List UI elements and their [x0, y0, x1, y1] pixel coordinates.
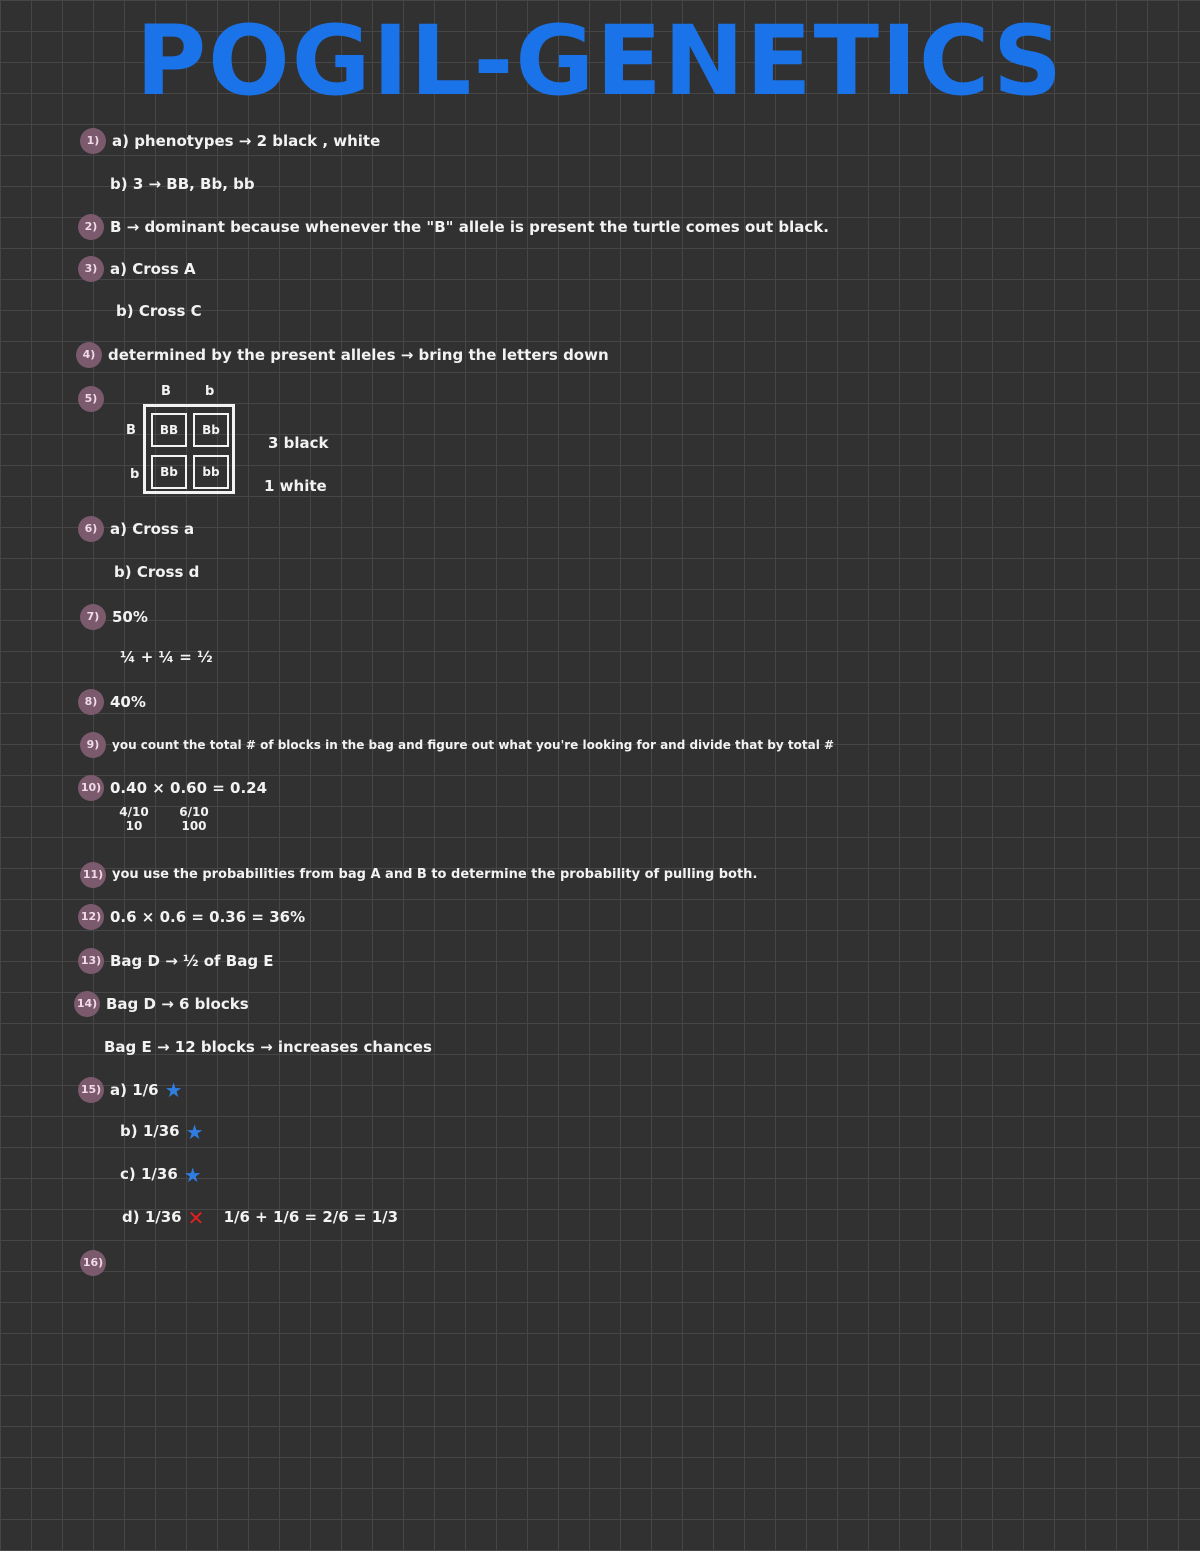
- answer-text: 0.6 × 0.6 = 0.36 = 36%: [110, 908, 306, 926]
- answer-text: a) Cross a: [110, 520, 195, 538]
- correction-text: 1/6 + 1/6 = 2/6 = 1/3: [223, 1208, 399, 1226]
- punnett-cell: BB: [151, 413, 187, 447]
- cross-icon: ✕: [187, 1205, 205, 1230]
- fraction-bottom: 100: [181, 819, 207, 833]
- question-number-badge: 2): [78, 214, 104, 240]
- answer-8: 8) 40%: [78, 689, 146, 715]
- fraction-top: 4/10: [119, 805, 149, 819]
- answer-text: d) 1/36: [122, 1208, 182, 1226]
- answer-14b: Bag E → 12 blocks → increases chances: [104, 1038, 432, 1056]
- page-title: POGIL-GENETICS: [135, 5, 1065, 117]
- answer-text: 40%: [110, 693, 146, 711]
- answer-3: 3) a) Cross A: [78, 256, 196, 282]
- question-number-badge: 4): [76, 342, 102, 368]
- question-number-badge: 16): [80, 1250, 106, 1276]
- punnett-side-label: B: [126, 423, 136, 438]
- question-number-badge: 3): [78, 256, 104, 282]
- punnett-cell: Bb: [151, 455, 187, 489]
- question-number-badge: 7): [80, 604, 106, 630]
- answer-1b: b) 3 → BB, Bb, bb: [110, 175, 255, 193]
- answer-4: 4) determined by the present alleles → br…: [76, 342, 609, 368]
- question-number-badge: 5): [78, 386, 104, 412]
- answer-15d: d) 1/36 ✕ 1/6 + 1/6 = 2/6 = 1/3: [122, 1206, 398, 1229]
- answer-text: a) Cross A: [110, 260, 196, 278]
- punnett-top-label: B: [161, 384, 171, 399]
- question-number-badge: 10): [78, 775, 104, 801]
- answer-7: 7) 50%: [80, 604, 148, 630]
- star-icon: ★: [164, 1078, 183, 1102]
- fraction-bottom: 10: [125, 819, 143, 833]
- question-number-badge: 11): [80, 862, 106, 888]
- punnett-top-label: b: [205, 384, 215, 399]
- question-number-badge: 6): [78, 516, 104, 542]
- answer-12: 12) 0.6 × 0.6 = 0.36 = 36%: [78, 904, 305, 930]
- answer-6: 6) a) Cross a: [78, 516, 194, 542]
- answer-14: 14) Bag D → 6 blocks: [74, 991, 249, 1017]
- answer-7b: ¼ + ¼ = ½: [120, 648, 213, 666]
- answer-13: 13) Bag D → ½ of Bag E: [78, 948, 274, 974]
- answer-5: 5): [78, 386, 110, 412]
- answer-3b: b) Cross C: [116, 302, 202, 320]
- question-number-badge: 13): [78, 948, 104, 974]
- answer-10: 10) 0.40 × 0.60 = 0.24: [78, 775, 267, 801]
- answer-text: c) 1/36: [120, 1165, 178, 1183]
- answer-15c: c) 1/36 ★: [120, 1163, 202, 1186]
- answer-2: 2) B → dominant because whenever the "B" …: [78, 214, 829, 240]
- punnett-result-2: 1 white: [264, 477, 327, 495]
- answer-text: B → dominant because whenever the "B" al…: [110, 218, 829, 236]
- punnett-cell: Bb: [193, 413, 229, 447]
- question-number-badge: 15): [78, 1077, 104, 1103]
- punnett-square: BB Bb Bb bb: [143, 404, 235, 494]
- star-icon: ★: [183, 1162, 202, 1187]
- answer-text: 50%: [112, 608, 148, 626]
- answer-text: determined by the present alleles → brin…: [108, 346, 609, 364]
- answer-text: you use the probabilities from bag A and…: [112, 867, 758, 882]
- question-number-badge: 8): [78, 689, 104, 715]
- fraction-note: 6/10 100: [174, 805, 214, 833]
- punnett-result-1: 3 black: [268, 434, 329, 452]
- question-number-badge: 9): [80, 732, 106, 758]
- question-number-badge: 14): [74, 991, 100, 1017]
- fraction-note: 4/10 10: [116, 805, 152, 833]
- punnett-cell: bb: [193, 455, 229, 489]
- answer-16: 16): [80, 1250, 112, 1276]
- answer-11: 11) you use the probabilities from bag A …: [80, 862, 757, 888]
- answer-text: Bag D → ½ of Bag E: [110, 952, 274, 970]
- answer-text: a) phenotypes → 2 black , white: [112, 132, 381, 150]
- answer-15: 15) a) 1/6 ★: [78, 1077, 183, 1103]
- answer-6b: b) Cross d: [114, 563, 200, 581]
- answer-text: you count the total # of blocks in the b…: [112, 738, 835, 752]
- fraction-top: 6/10: [179, 805, 209, 819]
- answer-text: b) 1/36: [120, 1122, 180, 1140]
- answer-text: 0.40 × 0.60 = 0.24: [110, 779, 268, 797]
- answer-15b: b) 1/36 ★: [120, 1120, 204, 1143]
- question-number-badge: 1): [80, 128, 106, 154]
- answer-text: Bag D → 6 blocks: [106, 995, 249, 1013]
- answer-text: a) 1/6: [110, 1081, 159, 1099]
- star-icon: ★: [185, 1119, 204, 1144]
- answer-9: 9) you count the total # of blocks in the…: [80, 732, 834, 758]
- answer-1: 1) a) phenotypes → 2 black , white: [80, 128, 380, 154]
- question-number-badge: 12): [78, 904, 104, 930]
- punnett-side-label: b: [130, 467, 140, 482]
